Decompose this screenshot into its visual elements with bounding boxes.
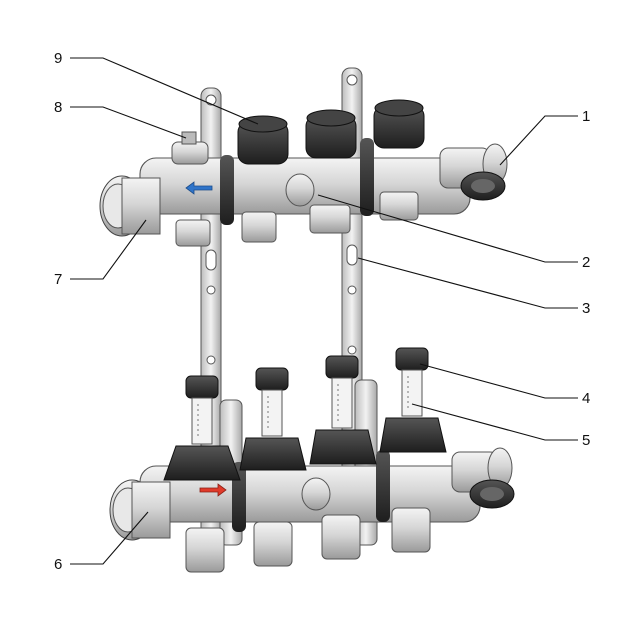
flow-meter-1 bbox=[163, 375, 241, 481]
valve-cap-1 bbox=[237, 115, 289, 165]
callout-7: 7 bbox=[54, 271, 62, 288]
air-vent bbox=[171, 131, 209, 165]
callout-6: 6 bbox=[54, 556, 62, 573]
leader-lines bbox=[70, 57, 578, 565]
flow-meter-2 bbox=[239, 367, 307, 471]
valve-cap-2 bbox=[305, 109, 357, 159]
lower-manifold bbox=[109, 347, 515, 573]
end-cap-upper bbox=[439, 143, 508, 201]
callout-labels: 1 2 3 4 5 6 7 8 9 bbox=[54, 50, 590, 573]
leader-5 bbox=[411, 403, 578, 441]
flow-meter-3 bbox=[309, 355, 377, 465]
callout-2: 2 bbox=[582, 254, 590, 271]
callout-5: 5 bbox=[582, 432, 590, 449]
callout-9: 9 bbox=[54, 50, 62, 67]
leader-6 bbox=[70, 511, 149, 565]
leader-9 bbox=[70, 57, 259, 125]
return-arrow-icon bbox=[185, 181, 213, 195]
end-cap-lower bbox=[451, 447, 515, 509]
flow-meter-4 bbox=[379, 347, 447, 453]
callout-1: 1 bbox=[582, 108, 590, 125]
inlet-nut-upper bbox=[99, 175, 161, 237]
leader-1 bbox=[499, 115, 578, 166]
upper-manifold bbox=[99, 99, 508, 247]
leader-2 bbox=[317, 194, 578, 263]
supply-arrow-icon bbox=[199, 483, 227, 497]
valve-cap-3 bbox=[373, 99, 425, 149]
callout-8: 8 bbox=[54, 99, 62, 116]
inlet-nut-lower bbox=[109, 479, 171, 541]
callout-3: 3 bbox=[582, 300, 590, 317]
leader-7 bbox=[70, 219, 147, 280]
leader-4 bbox=[419, 363, 578, 399]
leader-3 bbox=[357, 257, 578, 309]
leader-8 bbox=[70, 106, 187, 139]
callout-4: 4 bbox=[582, 390, 590, 407]
